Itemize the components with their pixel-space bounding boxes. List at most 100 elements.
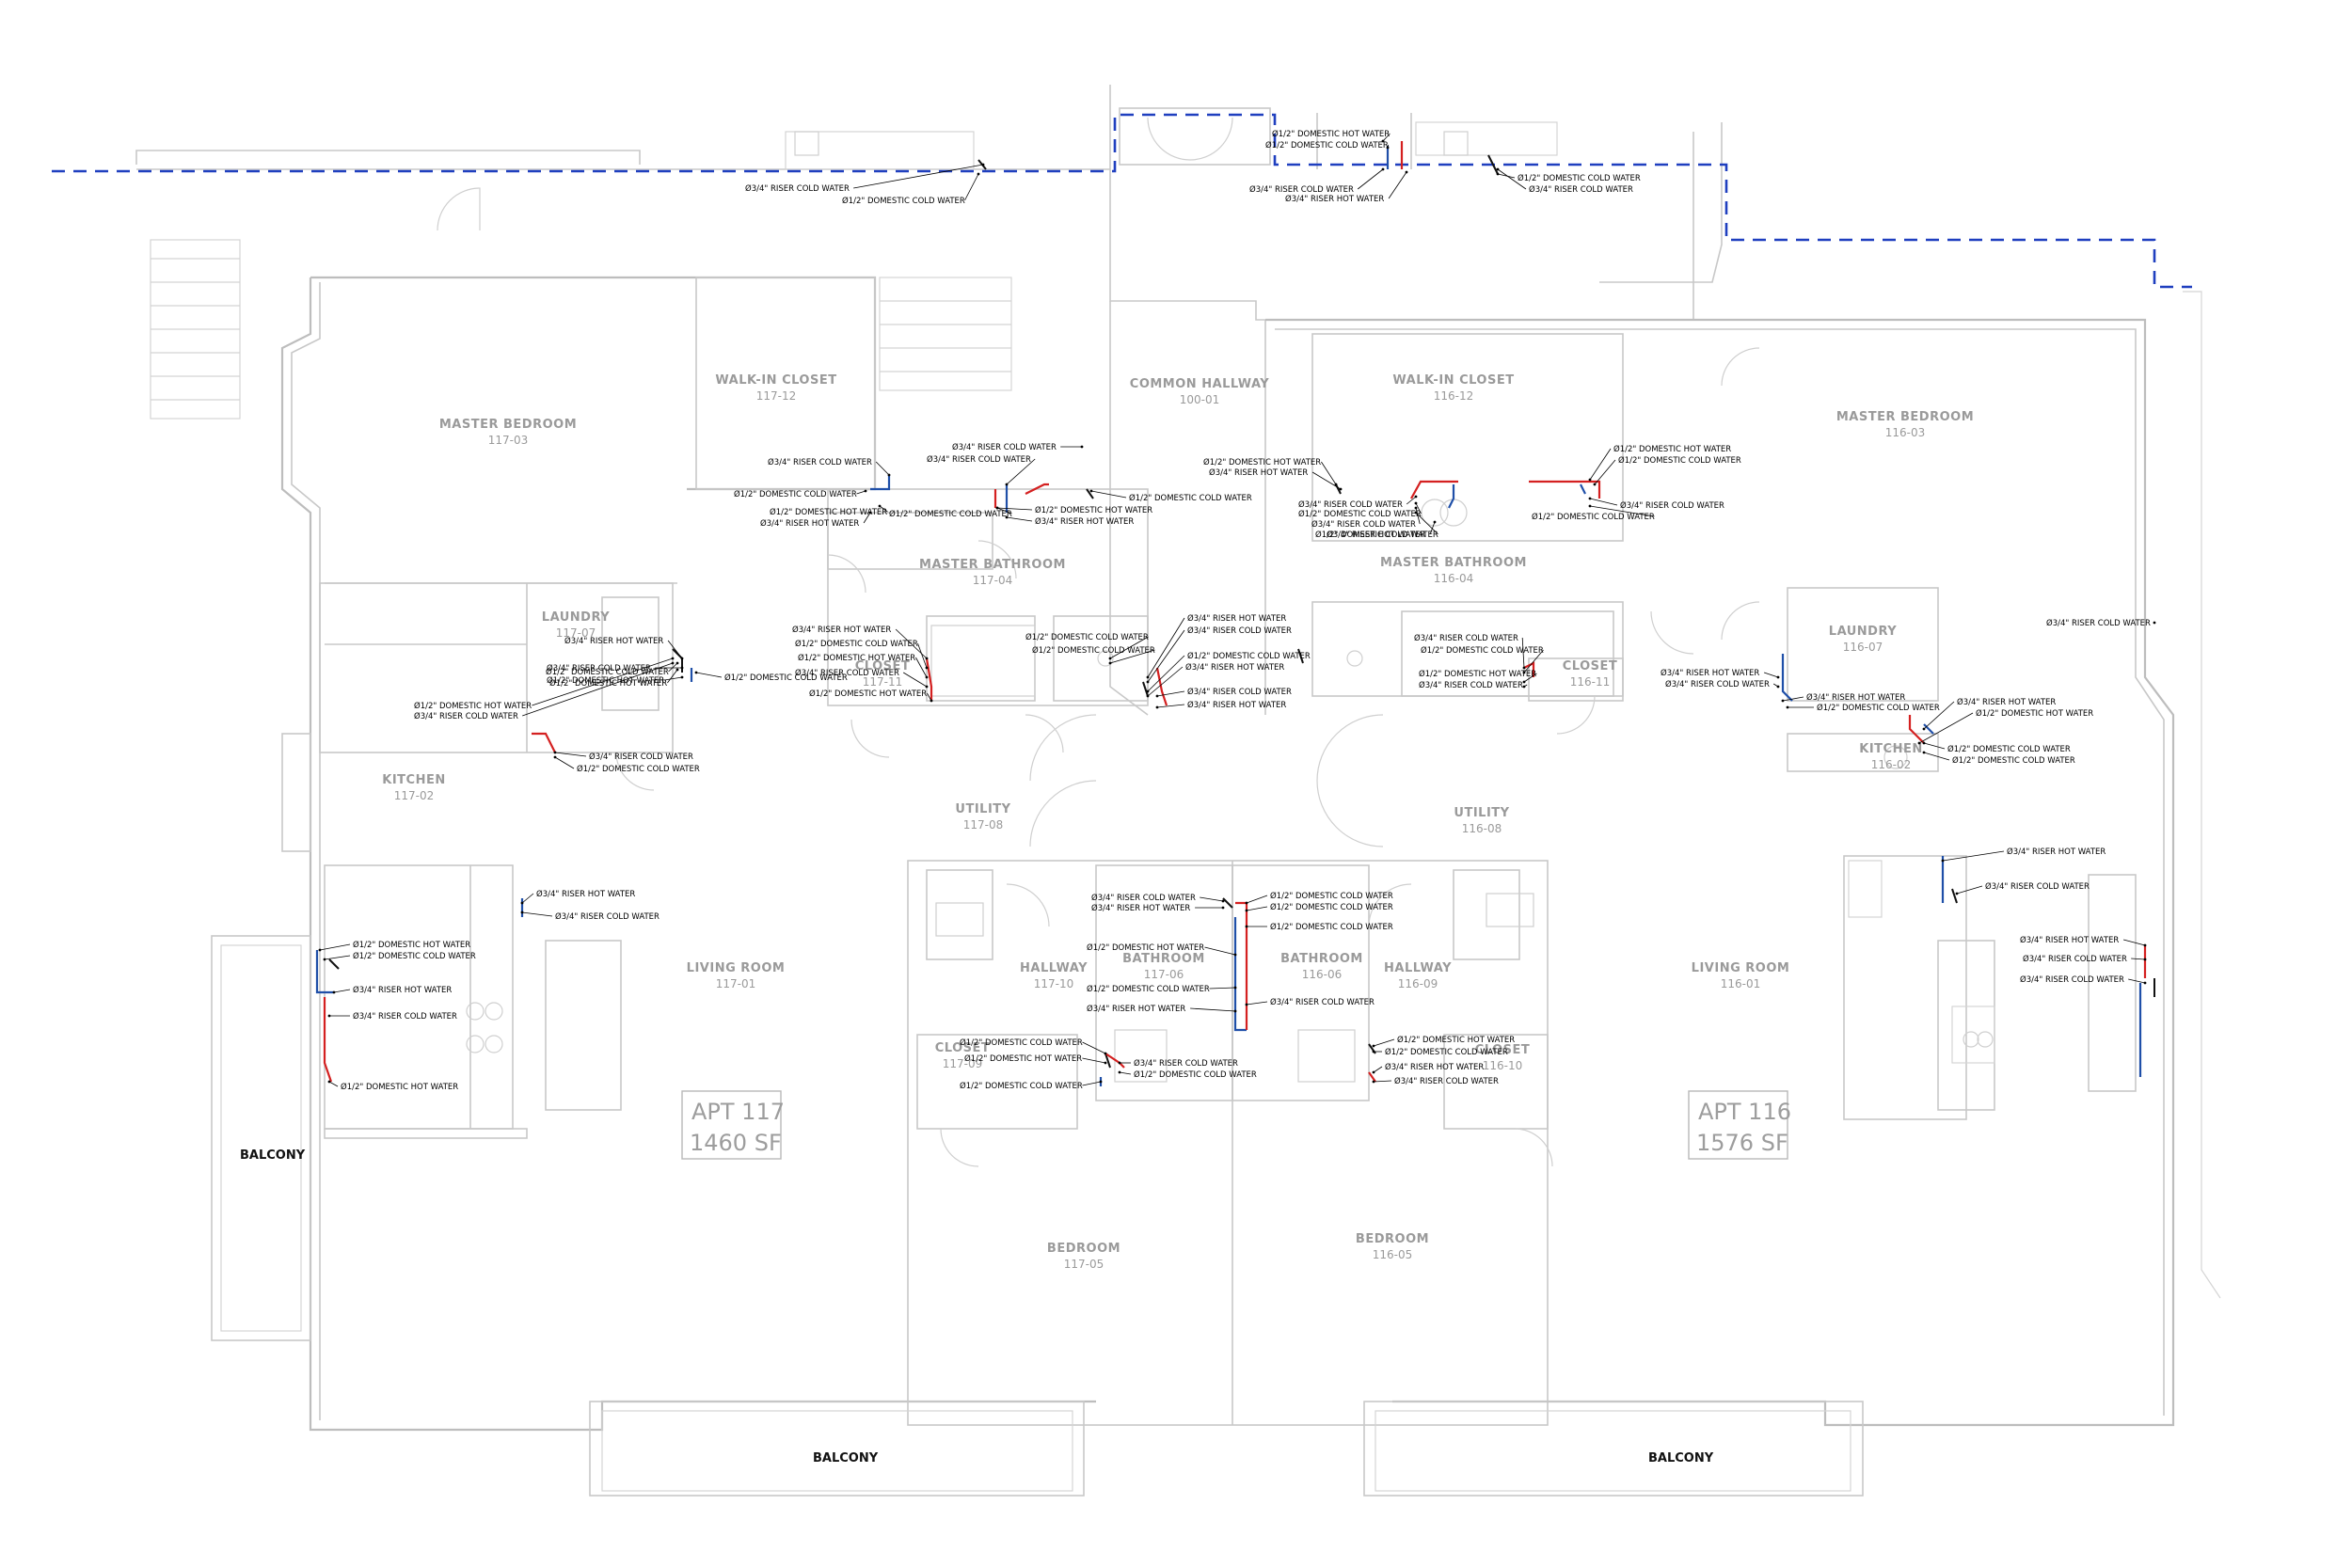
callout-leader (1209, 987, 1236, 990)
callout-arrow (1099, 1080, 1103, 1084)
callout-arrow (1405, 170, 1408, 174)
pipe-callout: Ø3/4" RISER COLD WATER (795, 668, 929, 689)
pipe-callout-text: Ø1/2" DOMESTIC COLD WATER (960, 1037, 1083, 1048)
pipe-callout-text: Ø3/4" RISER HOT WATER (1187, 700, 1286, 710)
callout-leader (1415, 507, 1421, 525)
pipe-callout-text: Ø3/4" RISER HOT WATER (1806, 692, 1905, 703)
pipe-callout-text: Ø3/4" RISER COLD WATER (1270, 997, 1375, 1007)
pipe-callout: Ø1/2" DOMESTIC COLD WATER (842, 172, 980, 206)
pipe-callout-text: Ø1/2" DOMESTIC COLD WATER (353, 951, 476, 961)
callout-arrow (1414, 501, 1418, 505)
callout-leader (879, 505, 888, 513)
room-name: CLOSET (1563, 659, 1618, 673)
callout-arrow (671, 657, 675, 660)
pipe-callout: Ø1/2" DOMESTIC COLD WATER (1087, 984, 1237, 994)
room-name: HALLWAY (1384, 961, 1452, 975)
callout-arrow (1005, 483, 1009, 486)
pipe-callout-text: Ø1/2" DOMESTIC HOT WATER (1087, 942, 1204, 953)
callout-leader (667, 669, 678, 684)
pipe-callout: Ø3/4" RISER COLD WATER (1419, 680, 1528, 690)
pipe-callout: Ø1/2" DOMESTIC COLD WATER (1922, 751, 2075, 766)
callout-leader (319, 943, 351, 951)
pipe-callout-text: Ø3/4" RISER COLD WATER (768, 457, 872, 467)
stair-block (150, 239, 1012, 420)
pipe-callout-text: Ø1/2" DOMESTIC COLD WATER (1270, 902, 1393, 912)
callout-leader (1523, 649, 1544, 673)
room-name: WALK-IN CLOSET (1392, 373, 1514, 388)
room-number: 117-11 (863, 675, 903, 689)
room-number: 117-01 (716, 977, 756, 990)
pipe-callout: Ø3/4" RISER HOT WATER (1372, 1062, 1484, 1074)
pipe-callout-text: Ø3/4" RISER COLD WATER (1249, 184, 1354, 195)
callout-leader (915, 657, 928, 678)
callout-arrow (2143, 958, 2147, 961)
pipe-callout-text: Ø1/2" DOMESTIC COLD WATER (1518, 173, 1641, 183)
pipe-callout: Ø3/4" RISER COLD WATER (2023, 954, 2147, 964)
pipe-callout: Ø3/4" RISER HOT WATER (1327, 520, 1437, 540)
pipe-callout-text: Ø3/4" RISER COLD WATER (1134, 1058, 1238, 1069)
callout-arrow (1118, 1070, 1121, 1074)
callout-arrow (1414, 511, 1418, 515)
pipe-callout-text: Ø1/2" DOMESTIC HOT WATER (1397, 1035, 1515, 1045)
callout-leader (1923, 742, 1946, 750)
room-number: 116-05 (1373, 1248, 1413, 1261)
pipe-callout-text: Ø3/4" RISER HOT WATER (792, 625, 891, 635)
callout-arrow (1108, 661, 1112, 665)
pipe-callout: Ø3/4" RISER COLD WATER (1372, 1076, 1499, 1086)
callout-arrow (925, 685, 929, 689)
callout-arrow (675, 661, 679, 665)
pipe-callout-text: Ø1/2" DOMESTIC HOT WATER (341, 1082, 458, 1092)
pipe-callout: Ø3/4" RISER HOT WATER (564, 636, 684, 660)
pipe-callout: Ø3/4" RISER COLD WATER (1298, 495, 1418, 510)
callout-leader (1246, 906, 1268, 911)
callout-leader (1147, 629, 1185, 683)
pipe-callout: Ø3/4" RISER COLD WATER (553, 751, 693, 762)
room-number: 116-01 (1721, 977, 1761, 990)
room-number: 116-07 (1843, 641, 1883, 654)
callout-leader (856, 490, 866, 495)
pipe-callout: Ø1/2" DOMESTIC COLD WATER (1298, 501, 1422, 519)
pipe-callout: Ø3/4" RISER COLD WATER (745, 163, 985, 194)
room-number: 117-09 (943, 1057, 983, 1070)
callout-leader (2131, 958, 2146, 960)
pipe-callout-text: Ø3/4" RISER HOT WATER (1209, 467, 1308, 478)
callout-arrow (1522, 685, 1526, 689)
apt-name: APT 116 (1698, 1099, 1791, 1125)
pipe-callout: Ø1/2" DOMESTIC COLD WATER (1245, 891, 1393, 905)
pipe-callout-text: Ø1/2" DOMESTIC COLD WATER (1421, 645, 1544, 656)
pipe-callout: Ø3/4" RISER HOT WATER (1781, 692, 1905, 703)
callout-arrow (1372, 1070, 1375, 1074)
pipe-callout-text: Ø1/2" DOMESTIC HOT WATER (1203, 457, 1321, 467)
pipe-callout-text: Ø3/4" RISER COLD WATER (1665, 679, 1770, 689)
pipe-callout-text: Ø3/4" RISER HOT WATER (1091, 903, 1190, 913)
callout-arrow (887, 473, 891, 477)
pipe-callout: Ø3/4" RISER HOT WATER (1146, 613, 1286, 679)
pipe-callout-text: Ø1/2" DOMESTIC HOT WATER (770, 507, 887, 517)
room-name: UTILITY (1454, 806, 1509, 820)
pipe-callout: Ø3/4" RISER COLD WATER (1311, 506, 1421, 530)
pipe-callout-text: Ø1/2" DOMESTIC HOT WATER (1272, 129, 1390, 139)
callout-arrow (1414, 506, 1418, 510)
room-number: 116-04 (1434, 572, 1474, 585)
callout-arrow (878, 504, 882, 508)
room-number: 117-04 (973, 574, 1013, 587)
callout-leader (1311, 471, 1342, 490)
pipe-callout: Ø1/2" DOMESTIC HOT WATER (414, 657, 675, 711)
pipe-callout-text: Ø1/2" DOMESTIC COLD WATER (960, 1081, 1083, 1091)
callout-arrow (1108, 657, 1112, 660)
pipe-callout: Ø3/4" RISER HOT WATER (1005, 515, 1134, 527)
room-name: KITCHEN (1859, 742, 1922, 756)
callout-arrow (925, 657, 929, 660)
callout-arrow (1155, 694, 1159, 698)
pipe-callout-text: Ø3/4" RISER COLD WATER (1187, 687, 1292, 697)
pipe-callout-text: Ø1/2" DOMESTIC COLD WATER (1134, 1069, 1257, 1080)
callout-arrow (995, 506, 999, 510)
callout-arrow (1372, 1050, 1375, 1053)
callout-arrow (1221, 899, 1225, 903)
pipe-callout: Ø3/4" RISER COLD WATER (1414, 633, 1526, 670)
